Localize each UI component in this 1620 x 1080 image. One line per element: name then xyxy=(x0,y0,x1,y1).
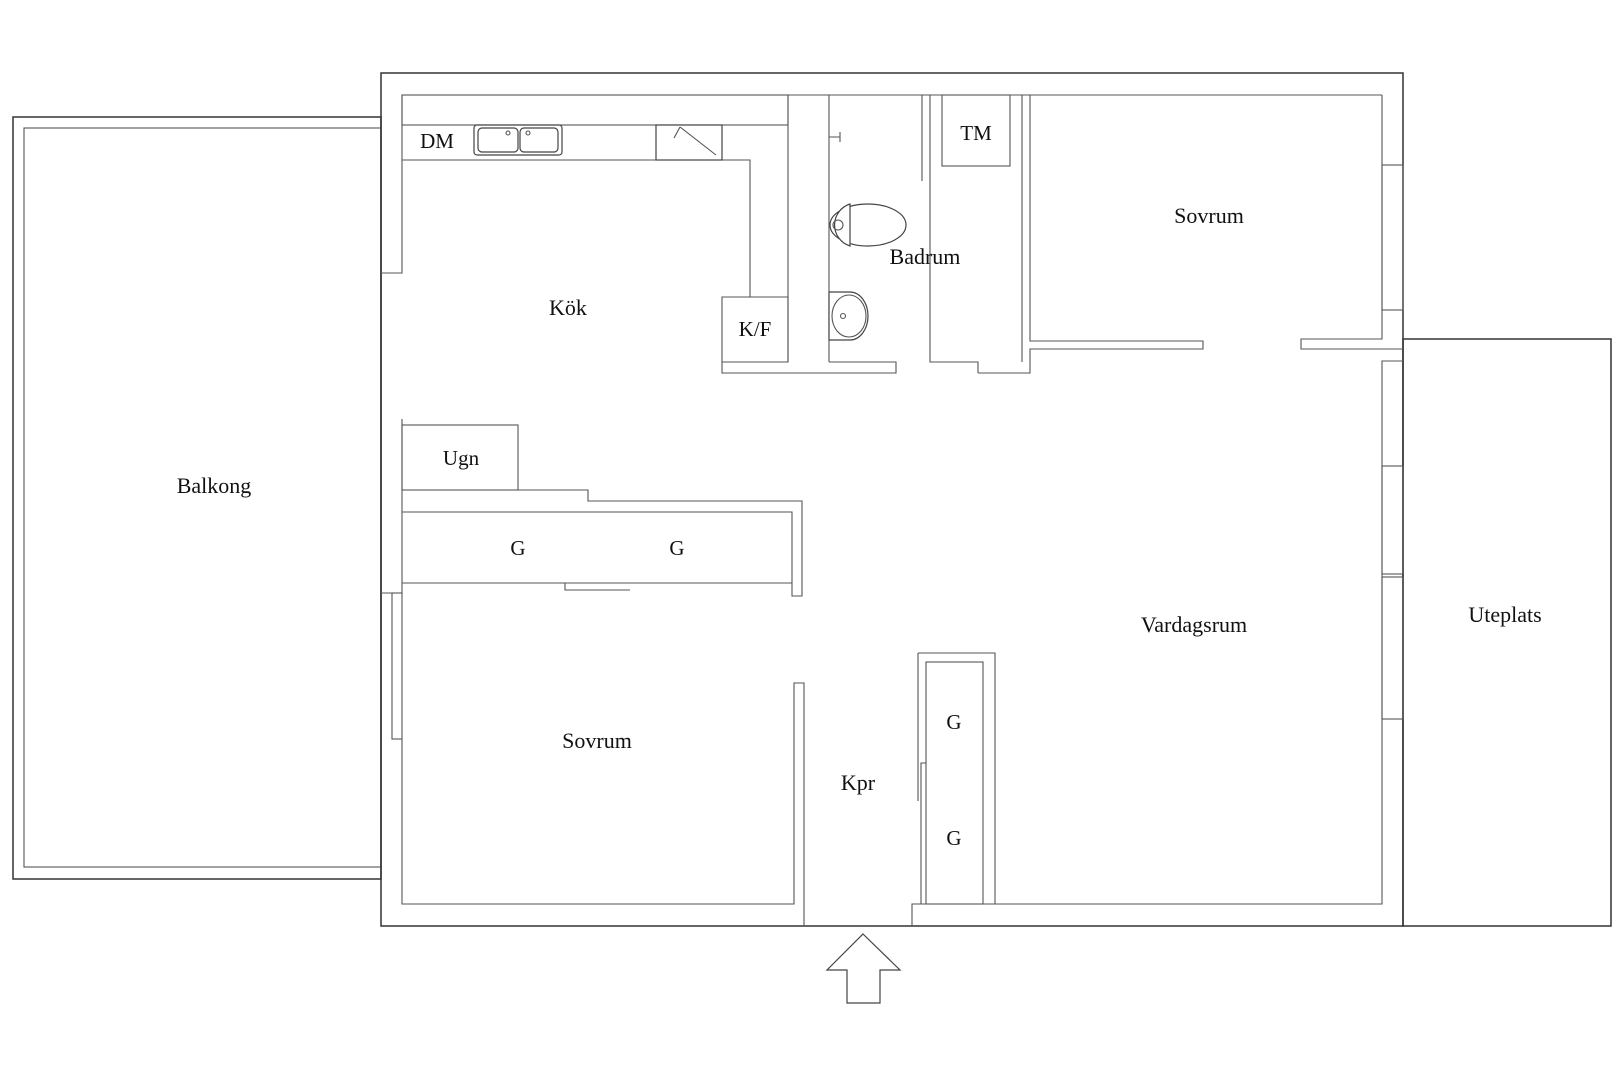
oven-and-wardrobe xyxy=(401,424,803,597)
stove-icon xyxy=(655,124,723,161)
room-label-kok: Kök xyxy=(549,295,587,320)
balcony xyxy=(12,116,382,880)
kitchen-sink-icon xyxy=(473,124,563,156)
outer-walls xyxy=(380,72,1404,927)
room-label-balkong: Balkong xyxy=(177,473,252,498)
fixture-label-wardrobe-2: G xyxy=(669,536,684,560)
room-label-kpr: Kpr xyxy=(841,770,876,795)
kitchen xyxy=(401,94,897,374)
hallway-wardrobe xyxy=(917,652,996,905)
fixture-label-kf: K/F xyxy=(739,317,772,341)
fixture-label-tm: TM xyxy=(960,121,992,145)
entrance-arrow-icon xyxy=(825,933,902,1004)
bathroom xyxy=(828,94,1023,373)
fixture-label-wardrobe-3: G xyxy=(946,710,961,734)
toilet-icon xyxy=(829,203,907,247)
washbasin-icon xyxy=(828,291,869,341)
fixture-label-wardrobe-4: G xyxy=(946,826,961,850)
room-label-badrum: Badrum xyxy=(890,244,961,269)
room-label-sovrum-bottom: Sovrum xyxy=(562,728,632,753)
fixture-label-wardrobe-1: G xyxy=(510,536,525,560)
living-room-windows xyxy=(1381,465,1404,720)
fixture-label-ugn: Ugn xyxy=(443,446,480,470)
room-label-uteplats: Uteplats xyxy=(1468,602,1541,627)
room-label-sovrum-top: Sovrum xyxy=(1174,203,1244,228)
bedroom-top xyxy=(978,94,1404,374)
patio xyxy=(1402,338,1612,927)
room-label-vardagsrum: Vardagsrum xyxy=(1141,612,1247,637)
fixture-label-dm: DM xyxy=(420,129,454,153)
bedroom-bottom xyxy=(391,592,403,740)
